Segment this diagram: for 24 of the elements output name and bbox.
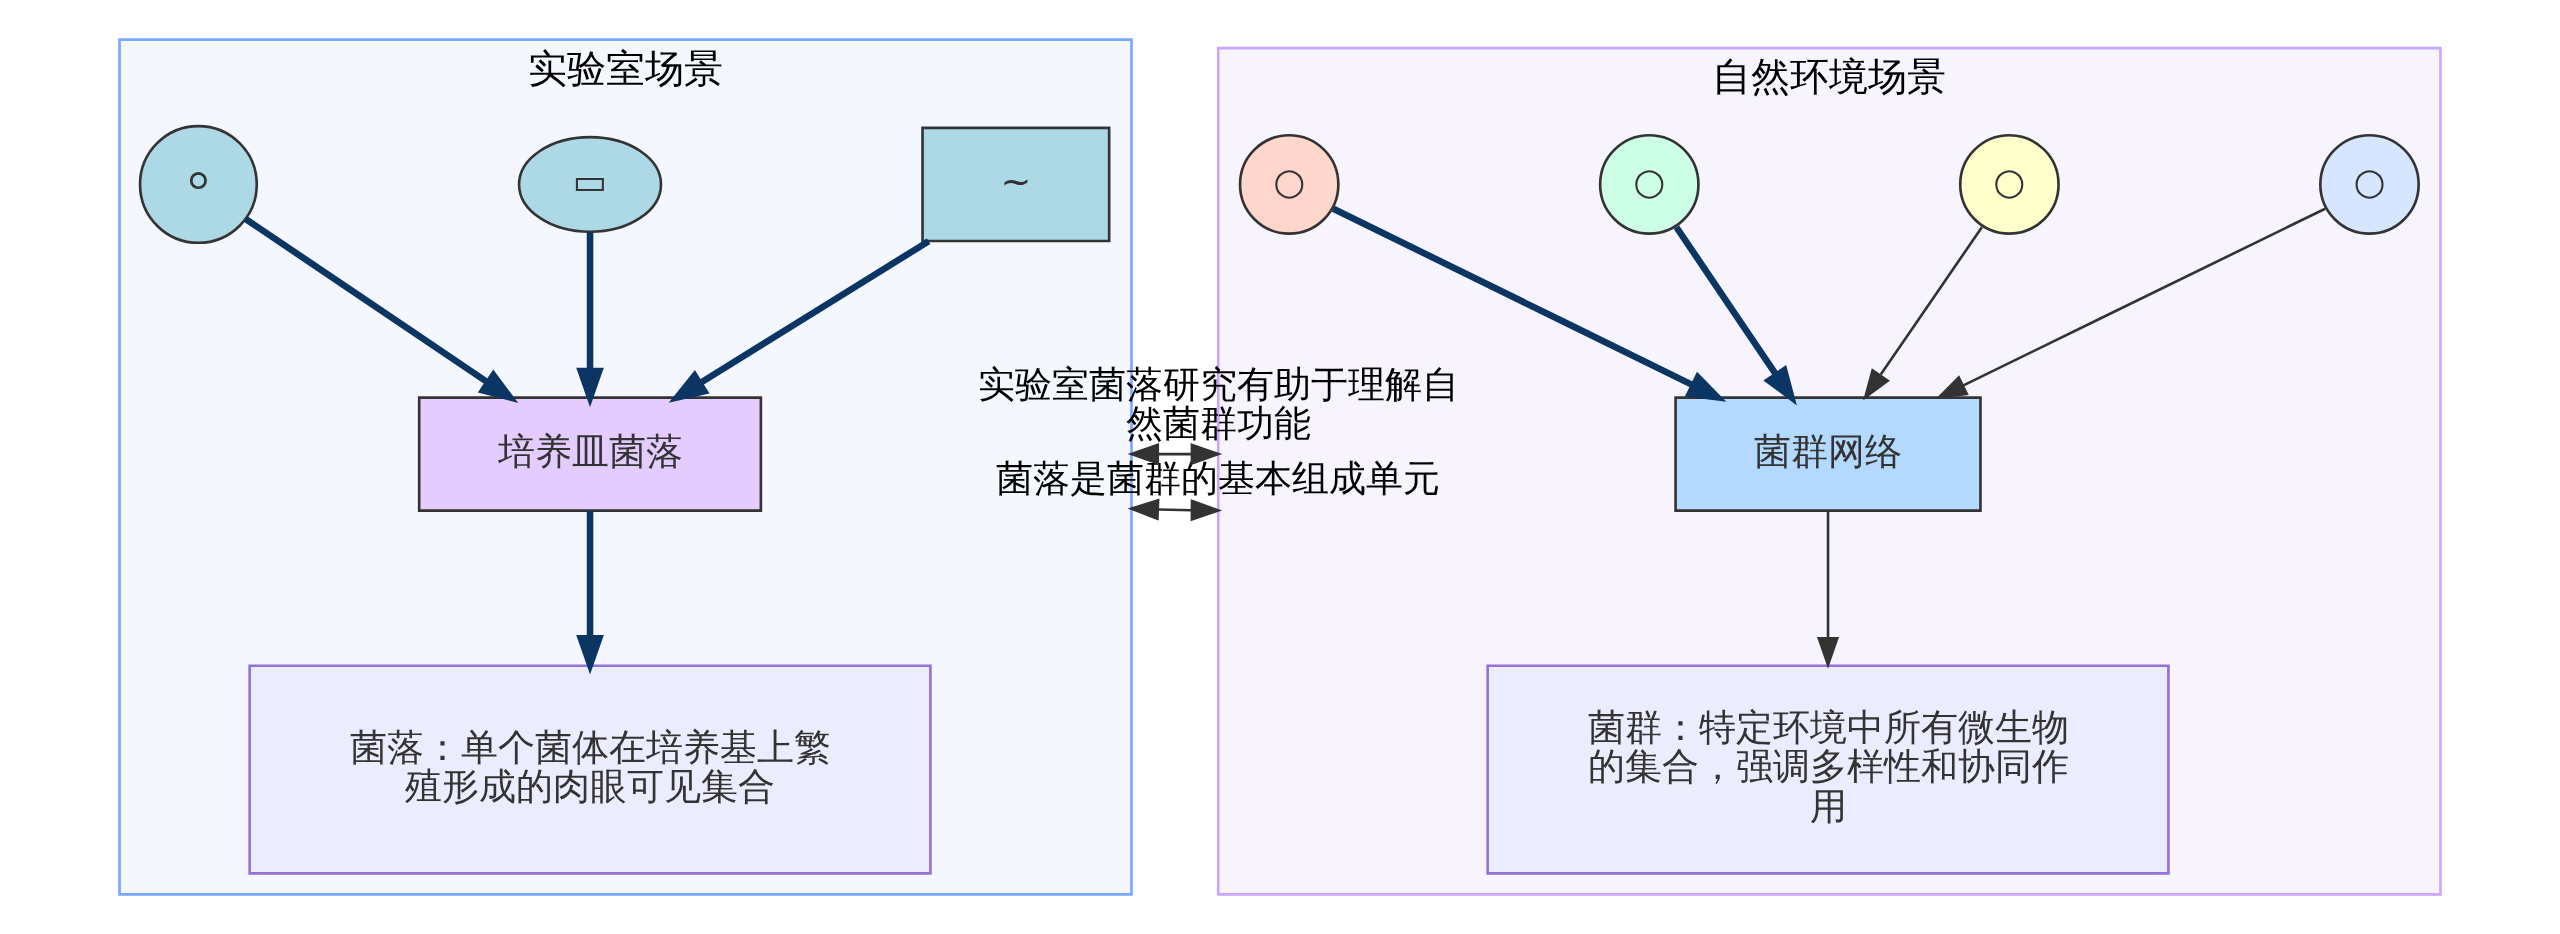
arrow: [1935, 207, 2326, 399]
arrow: [576, 231, 604, 408]
edge-label: 实验室菌落研究有助于理解自然菌群功能: [977, 362, 1459, 446]
node-box: ~: [921, 126, 1111, 243]
arrow: [1816, 510, 1840, 669]
node-circle: ○: [1598, 133, 1700, 235]
arrow: [576, 510, 604, 675]
arrow: [1331, 205, 1727, 402]
node-ellipse: ▭: [517, 135, 663, 234]
node-circle: ○: [1958, 133, 2060, 235]
edge-label: 菌落是菌群的基本组成单元: [996, 457, 1441, 501]
node-box: 菌群网络: [1674, 396, 1982, 512]
node-circle: ○: [2319, 133, 2420, 235]
node-box: 菌群：特定环境中所有微生物的集合，强调多样性和协同作用: [1486, 664, 2170, 875]
arrow: [243, 216, 519, 404]
node-circle: ⚪: [138, 124, 259, 245]
arrow: [668, 238, 931, 403]
node-box: 菌落：单个菌体在培养基上繁殖形成的肉眼可见集合: [248, 664, 932, 875]
node-box: 培养皿菌落: [417, 396, 763, 512]
arrow: [1127, 443, 1223, 466]
arrow: [1127, 498, 1223, 522]
arrow: [1863, 226, 1983, 401]
node-circle: ○: [1238, 133, 1340, 235]
arrow: [1673, 225, 1797, 406]
